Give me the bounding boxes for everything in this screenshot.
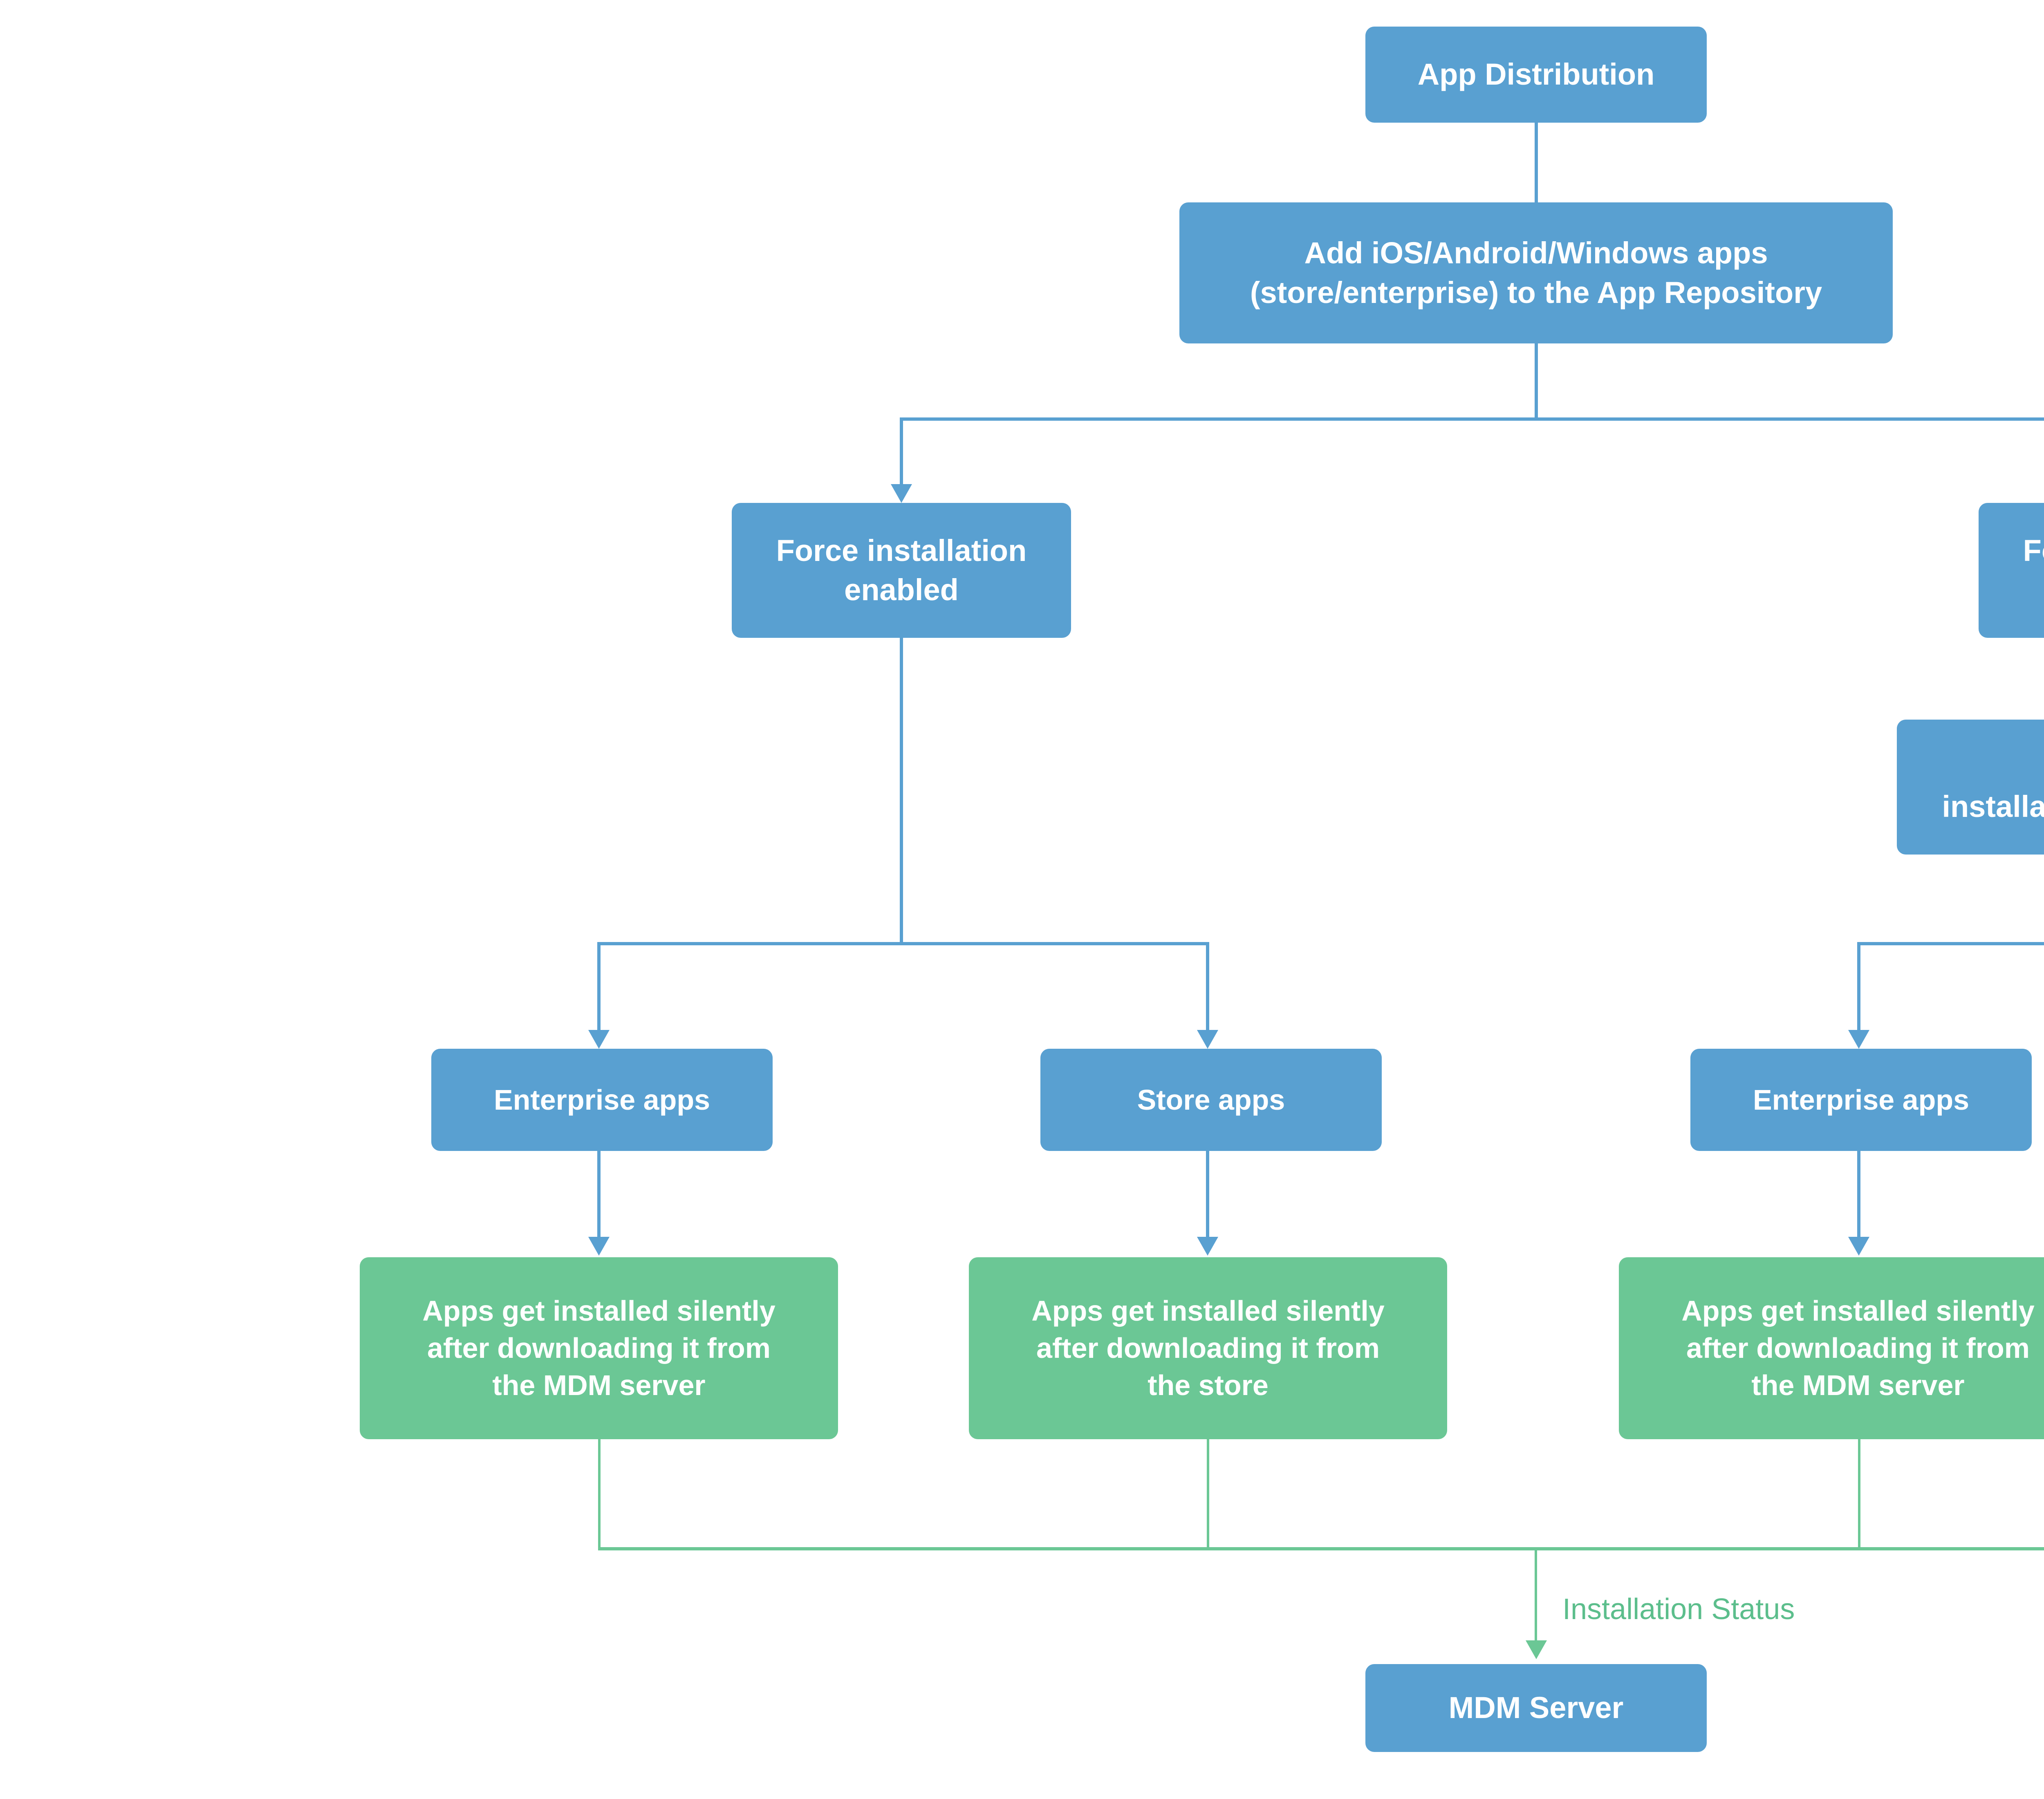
edge-root-to-add-apps xyxy=(1535,123,1538,204)
node-outcome-1-line2: after downloading it from xyxy=(427,1332,771,1364)
node-enterprise-apps-2[interactable]: Enterprise apps xyxy=(1690,1049,2032,1151)
arrow-to-outcome-1 xyxy=(588,1237,610,1256)
arrow-to-store-apps-1 xyxy=(1197,1030,1218,1049)
arrow-to-outcome-2 xyxy=(1197,1237,1218,1256)
node-outcome-3-line1: Apps get installed silently xyxy=(1681,1295,2035,1327)
node-add-apps-line2: (store/enterprise) to the App Repository xyxy=(1250,275,1822,310)
edge-label-installation-status: Installation Status xyxy=(1562,1593,1795,1626)
node-user-initiates-installation[interactable]: User initiates installation from App Cat… xyxy=(1897,720,2044,855)
arrow-to-mdm-server xyxy=(1526,1640,1547,1659)
edge-left-ent-drop xyxy=(597,942,601,1030)
node-outcome-3-line2: after downloading it from xyxy=(1686,1332,2030,1364)
edge-force-enabled-stem xyxy=(900,638,903,945)
node-enterprise-apps-1[interactable]: Enterprise apps xyxy=(431,1049,773,1151)
edge-add-apps-stem xyxy=(1535,343,1538,419)
edge-ent1-to-outcome1 xyxy=(597,1151,601,1237)
edge-split-left-drop xyxy=(900,417,903,484)
edge-right-ent-drop xyxy=(1857,942,1860,1030)
node-force-installation-disabled[interactable]: Force installation disabled xyxy=(1979,503,2044,638)
edge-split-bar-level1 xyxy=(900,417,2044,421)
node-user-initiates-line2: installation from App Catalog xyxy=(1942,790,2044,823)
node-store-apps-1[interactable]: Store apps xyxy=(1040,1049,1382,1151)
node-mdm-server[interactable]: MDM Server xyxy=(1365,1664,1707,1752)
node-outcome-2-line2: after downloading it from xyxy=(1036,1332,1380,1364)
node-outcome-3-line3: the MDM server xyxy=(1751,1369,1965,1401)
edge-left-store-drop xyxy=(1206,942,1209,1030)
edge-split-bar-left xyxy=(597,942,1209,945)
edge-collector-bar xyxy=(598,1547,2044,1550)
node-app-distribution-label: App Distribution xyxy=(1417,57,1655,92)
node-outcome-3[interactable]: Apps get installed silently after downlo… xyxy=(1619,1257,2044,1439)
node-force-enabled-line1: Force installation xyxy=(776,533,1027,568)
node-add-apps[interactable]: Add iOS/Android/Windows apps (store/ente… xyxy=(1179,202,1893,343)
edge-outcome3-collector-drop xyxy=(1858,1439,1860,1550)
edge-collector-to-server xyxy=(1535,1547,1537,1640)
node-outcome-1-line3: the MDM server xyxy=(492,1369,706,1401)
node-outcome-2-line1: Apps get installed silently xyxy=(1031,1295,1385,1327)
arrow-to-enterprise-apps-2 xyxy=(1848,1030,1869,1049)
node-outcome-2[interactable]: Apps get installed silently after downlo… xyxy=(969,1257,1447,1439)
node-enterprise-apps-1-label: Enterprise apps xyxy=(493,1083,710,1116)
arrow-to-force-enabled xyxy=(891,484,912,503)
node-mdm-server-label: MDM Server xyxy=(1448,1691,1624,1725)
node-force-enabled-line2: enabled xyxy=(844,573,959,607)
node-outcome-1-line1: Apps get installed silently xyxy=(422,1295,775,1327)
edge-split-bar-right xyxy=(1857,942,2044,945)
edge-outcome1-collector-drop xyxy=(598,1439,601,1550)
arrow-to-outcome-3 xyxy=(1848,1237,1869,1256)
arrow-to-enterprise-apps-1 xyxy=(588,1030,610,1049)
edge-outcome2-collector-drop xyxy=(1207,1439,1209,1550)
node-enterprise-apps-2-label: Enterprise apps xyxy=(1753,1083,1970,1116)
node-outcome-1[interactable]: Apps get installed silently after downlo… xyxy=(360,1257,838,1439)
node-force-installation-enabled[interactable]: Force installation enabled xyxy=(732,503,1071,638)
node-force-disabled-line1: Force installation xyxy=(2023,533,2044,568)
node-app-distribution[interactable]: App Distribution xyxy=(1365,27,1707,123)
node-add-apps-line1: Add iOS/Android/Windows apps xyxy=(1304,236,1768,270)
edge-store1-to-outcome2 xyxy=(1206,1151,1209,1237)
edge-ent2-to-outcome3 xyxy=(1857,1151,1860,1237)
node-outcome-2-line3: the store xyxy=(1148,1369,1269,1401)
node-store-apps-1-label: Store apps xyxy=(1137,1083,1285,1116)
